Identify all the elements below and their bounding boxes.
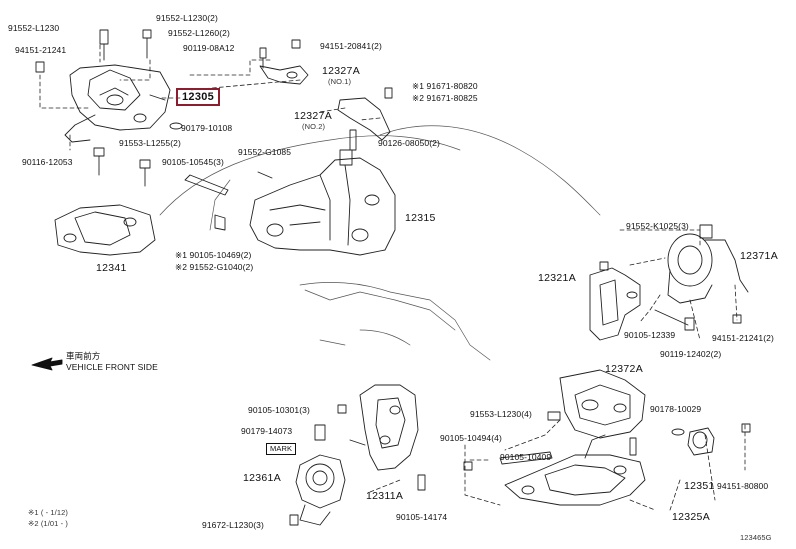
part-number-label[interactable]: 91672-L1230(3) bbox=[202, 520, 264, 530]
front-arrow-icon bbox=[31, 357, 63, 371]
assembly-label[interactable]: 12361A bbox=[243, 472, 282, 484]
part-number-label[interactable]: 90179-10108 bbox=[181, 123, 233, 133]
part-number-label[interactable]: 94151-80800 bbox=[717, 481, 769, 491]
part-number-label[interactable]: ※2 91671-80825 bbox=[412, 93, 478, 103]
part-number-label[interactable]: 90179-14073 bbox=[241, 426, 293, 436]
assembly-label[interactable]: 12311A bbox=[366, 490, 404, 502]
bracket-12321A bbox=[589, 261, 695, 341]
footnote: ※1 ( - 1/12) bbox=[28, 508, 68, 517]
assembly-label[interactable]: 12321A bbox=[538, 272, 577, 284]
orientation-note-english: VEHICLE FRONT SIDE bbox=[66, 362, 158, 372]
insulator-12371A bbox=[667, 224, 749, 324]
assembly-label[interactable]: 12372A bbox=[605, 363, 644, 375]
part-number-label[interactable]: 91552-L1260(2) bbox=[168, 28, 230, 38]
engine-outline bbox=[159, 125, 601, 361]
footnote: ※2 (1/01 - ) bbox=[28, 519, 68, 528]
part-number-label[interactable]: 90119-08A12 bbox=[183, 43, 235, 53]
sub-note: (NO.2) bbox=[302, 122, 326, 131]
assembly-label[interactable]: 12327A bbox=[322, 65, 361, 77]
part-number-label[interactable]: 91552-L1230(2) bbox=[156, 13, 218, 23]
assembly-label[interactable]: 12327A bbox=[294, 110, 333, 122]
bracket-12315 bbox=[184, 149, 396, 256]
stopper-12351 bbox=[671, 423, 751, 456]
part-number-label[interactable]: 90116-12053 bbox=[22, 157, 73, 167]
part-number-label[interactable]: 91553-L1230(4) bbox=[470, 409, 532, 419]
highlight-part-label[interactable]: 12305 bbox=[176, 88, 221, 106]
part-number-label[interactable]: 90126-08050(2) bbox=[378, 138, 440, 148]
part-number-label[interactable]: 90105-10545(3) bbox=[162, 157, 224, 167]
bracket-12305 bbox=[64, 64, 171, 143]
mark-label: MARK bbox=[266, 443, 297, 455]
leader-lines bbox=[39, 44, 746, 511]
orientation-note-japanese: 車両前方 bbox=[66, 351, 101, 361]
part-number-label[interactable]: 90105-10409 bbox=[500, 452, 552, 462]
part-number-label[interactable]: 90178-10029 bbox=[650, 404, 702, 414]
bracket-12372A bbox=[547, 369, 646, 456]
part-number-label[interactable]: 91552-K1025(3) bbox=[626, 221, 689, 231]
bracket-12327A-no2 bbox=[337, 87, 393, 151]
bracket-12341 bbox=[54, 204, 156, 256]
part-number-label[interactable]: 90105-12339 bbox=[624, 330, 676, 340]
bolts-12305 bbox=[35, 29, 183, 187]
assembly-label[interactable]: 12371A bbox=[740, 250, 779, 262]
assembly-label[interactable]: 12351 bbox=[684, 480, 715, 492]
assembly-label[interactable]: 12315 bbox=[405, 212, 436, 224]
part-number-label[interactable]: 90105-10494(4) bbox=[440, 433, 502, 443]
part-number-label[interactable]: ※1 90105-10469(2) bbox=[175, 250, 252, 260]
part-number-label[interactable]: 91552-G1085 bbox=[238, 147, 292, 157]
sub-note: (NO.1) bbox=[328, 77, 352, 86]
part-number-label[interactable]: 94151-21241 bbox=[15, 45, 67, 55]
insulator-12361A bbox=[289, 424, 346, 526]
assembly-label[interactable]: 12341 bbox=[96, 262, 127, 274]
part-number-label[interactable]: ※2 91552-G1040(2) bbox=[175, 262, 254, 272]
figure-number: 123465G bbox=[740, 533, 772, 542]
part-number-label[interactable]: 90119-12402(2) bbox=[660, 349, 722, 359]
part-number-label[interactable]: 94151-21241(2) bbox=[712, 333, 774, 343]
part-number-label[interactable]: 94151-20841(2) bbox=[320, 41, 382, 51]
part-number-label[interactable]: 91553-L1255(2) bbox=[119, 138, 181, 148]
bracket-12327A-no1 bbox=[259, 39, 309, 85]
part-number-label[interactable]: 91552-L1230 bbox=[8, 23, 60, 33]
part-number-label[interactable]: 90105-14174 bbox=[396, 512, 448, 522]
bracket-12311A bbox=[337, 384, 426, 491]
part-number-label[interactable]: ※1 91671-80820 bbox=[412, 81, 478, 91]
assembly-label[interactable]: 12325A bbox=[672, 511, 711, 523]
bracket-12325A bbox=[463, 434, 646, 506]
part-number-label[interactable]: 90105-10301(3) bbox=[248, 405, 310, 415]
